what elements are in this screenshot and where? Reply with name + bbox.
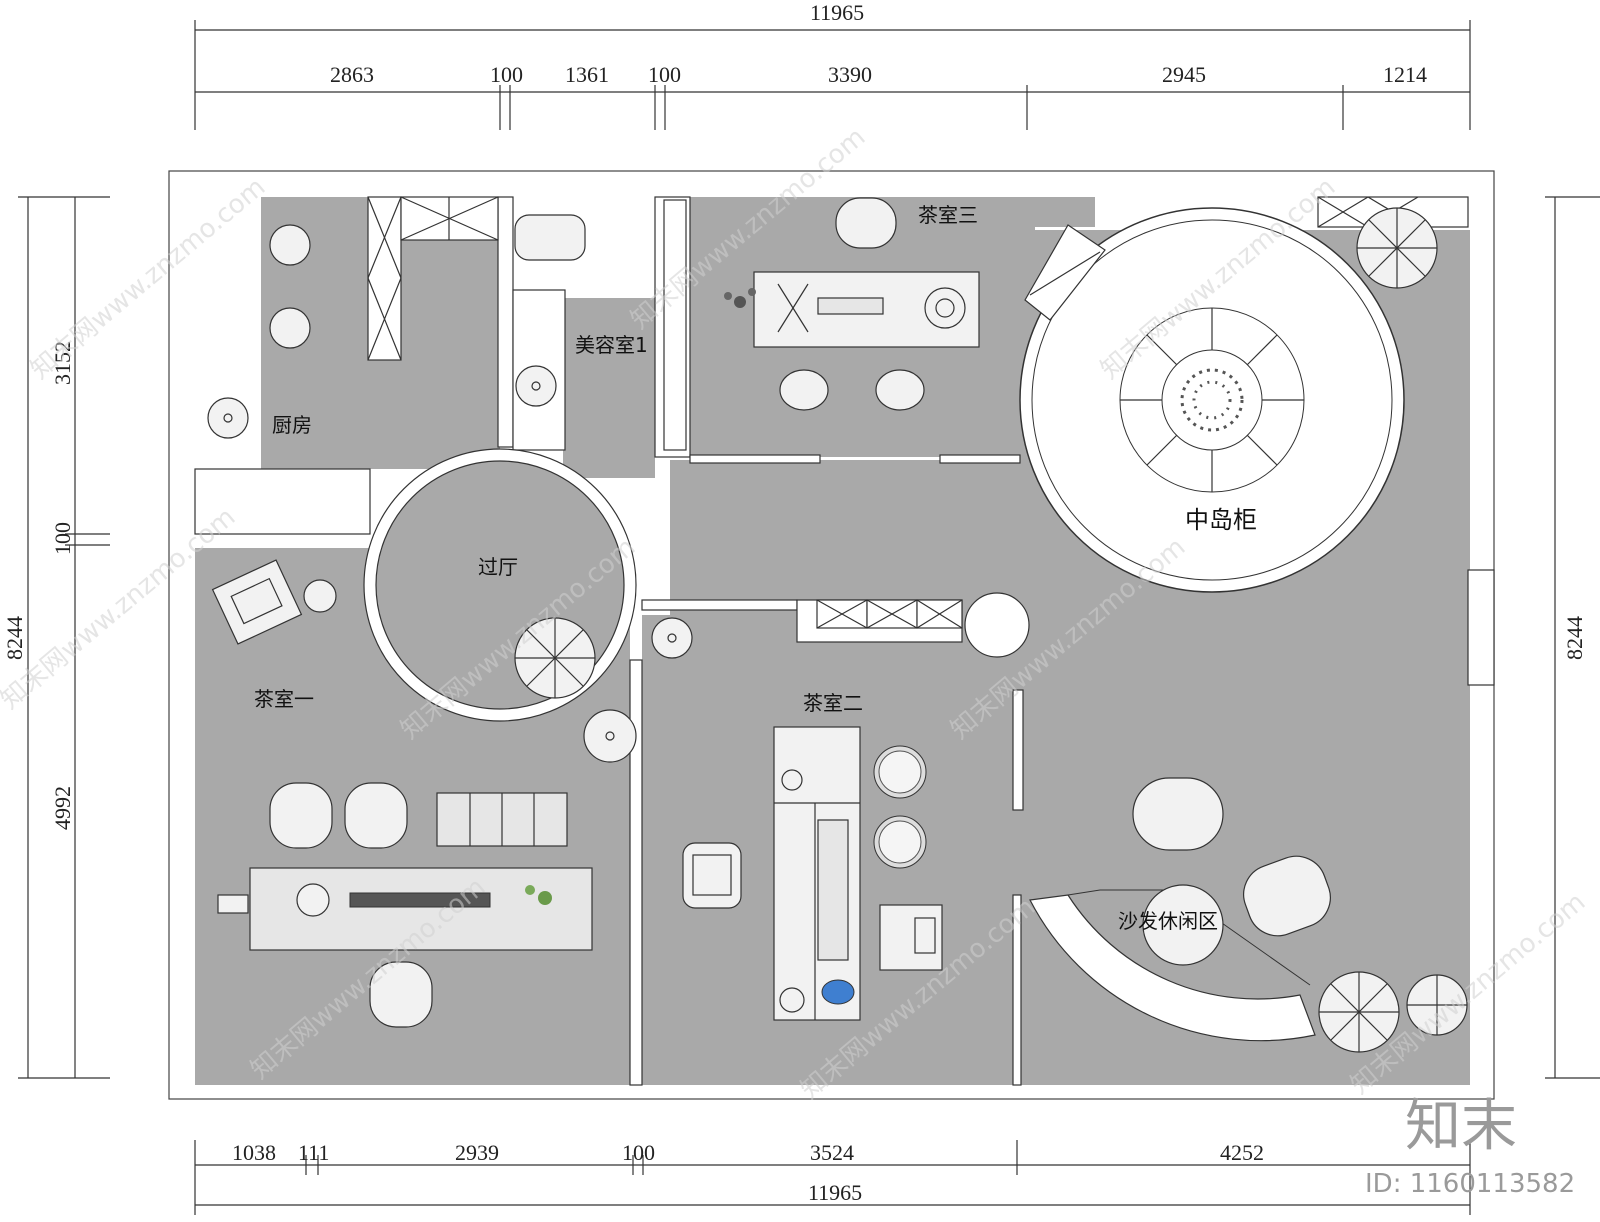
dim-left-seg-3: 4992 (50, 786, 75, 830)
lounge-furniture (1029, 777, 1468, 1053)
top-right-cabinet (1317, 196, 1469, 289)
dim-bottom-seg-1: 1038 (232, 1140, 276, 1165)
dim-top-total: 11965 (810, 0, 864, 25)
dim-top-seg-2: 100 (490, 62, 523, 87)
dimension-lines (18, 20, 1600, 1215)
image-id: ID: 1160113582 (1365, 1169, 1575, 1199)
label-tea-room-1: 茶室一 (254, 687, 314, 711)
dim-top-seg-1: 2863 (330, 62, 374, 87)
label-tea-room-3: 茶室三 (918, 203, 978, 227)
tea-room-1-furniture (211, 559, 593, 1028)
dim-bottom-seg-3: 2939 (455, 1140, 499, 1165)
dim-top-seg-4: 100 (648, 62, 681, 87)
label-hall: 过厅 (478, 555, 518, 579)
dim-top-seg-3: 1361 (565, 62, 609, 87)
dim-bottom-seg-2: 111 (298, 1140, 329, 1165)
tea-room-2-furniture (682, 726, 943, 1021)
middle-cabinet (796, 592, 1030, 658)
beauty-room-fixtures (514, 199, 687, 451)
tea-room-3-furniture (724, 197, 980, 411)
dim-bottom-seg-5: 3524 (810, 1140, 854, 1165)
dim-top-seg-5: 3390 (828, 62, 872, 87)
dim-top-seg-7: 1214 (1383, 62, 1427, 87)
dim-right-total: 8244 (1562, 616, 1587, 660)
dim-left-seg-1: 3152 (50, 341, 75, 385)
dim-left-total: 8244 (2, 616, 27, 660)
dim-bottom-total: 11965 (808, 1180, 862, 1205)
label-island: 中岛柜 (1185, 506, 1257, 534)
dim-bottom-seg-6: 4252 (1220, 1140, 1264, 1165)
label-tea-room-2: 茶室二 (803, 691, 863, 715)
label-lounge: 沙发休闲区 (1118, 909, 1218, 933)
kitchen-fixtures (207, 196, 499, 439)
dim-bottom-seg-4: 100 (622, 1140, 655, 1165)
dim-top-seg-6: 2945 (1162, 62, 1206, 87)
label-kitchen: 厨房 (272, 413, 312, 437)
brand-logo: 知末 (1405, 1094, 1517, 1159)
label-beauty-room: 美容室1 (575, 333, 648, 357)
hall-fixtures (514, 617, 693, 763)
island-cabinet (1019, 207, 1405, 593)
dim-left-seg-2: 100 (50, 522, 75, 555)
